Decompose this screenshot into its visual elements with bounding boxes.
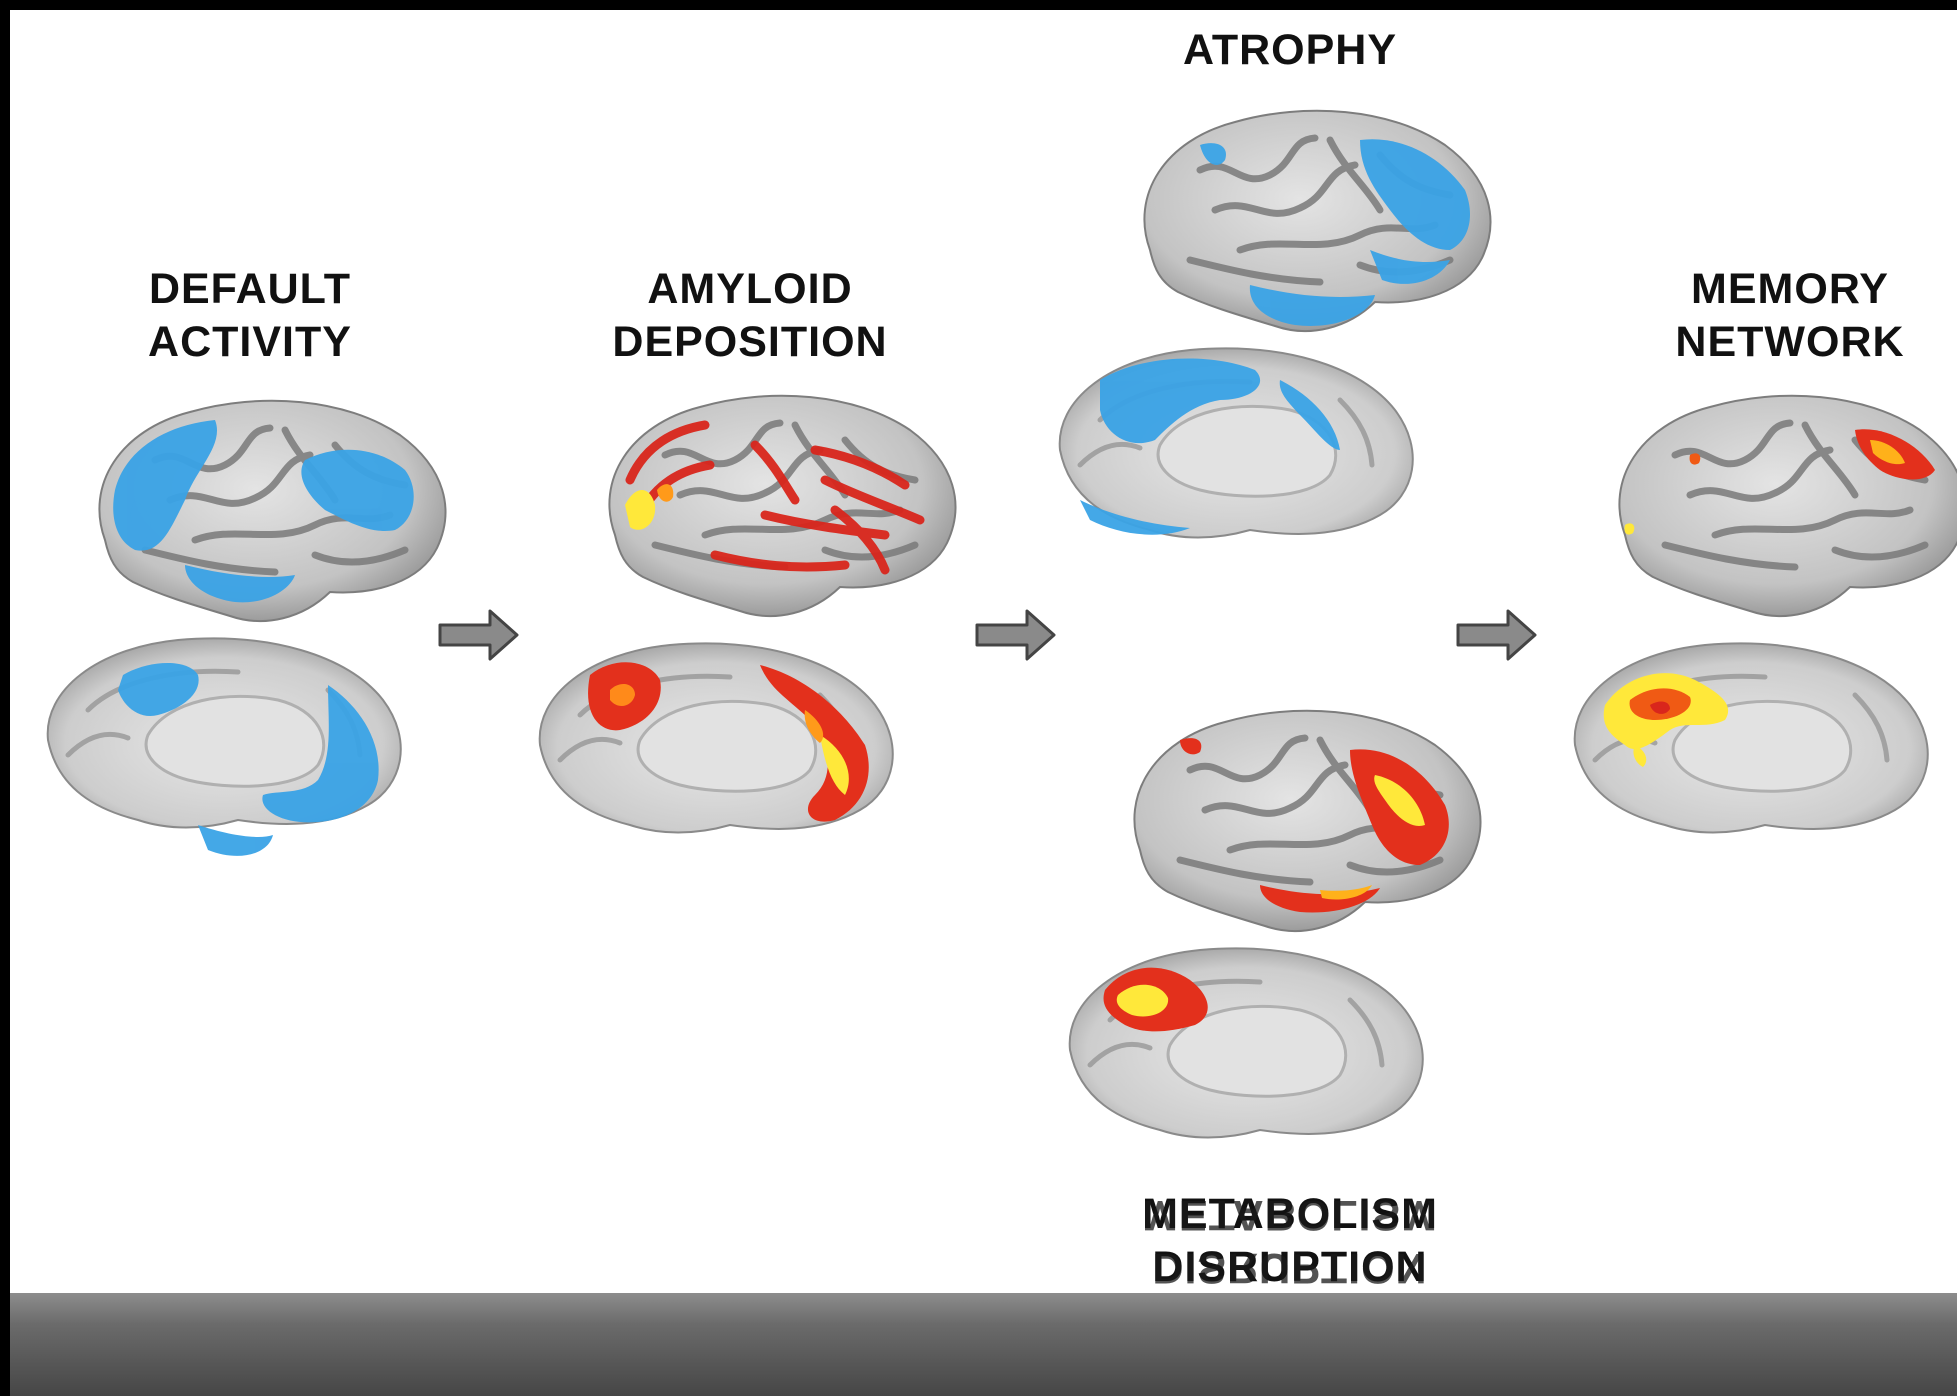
label-amyloid-line2: DEPOSITION xyxy=(570,316,930,369)
label-memory-line1: MEMORY xyxy=(1630,263,1950,316)
label-default-activity-line1: DEFAULT xyxy=(85,263,415,316)
brain-atrophy-lateral xyxy=(1120,100,1510,345)
brain-memory-lateral xyxy=(1595,385,1957,630)
slide-canvas: DEFAULT ACTIVITY AMYLOID DEPOSITION ATRO… xyxy=(10,10,1957,1396)
label-memory-line2: NETWORK xyxy=(1630,316,1950,369)
label-atrophy-line1: ATROPHY xyxy=(1130,24,1450,77)
brain-amyloid-lateral xyxy=(585,385,975,630)
label-atrophy: ATROPHY xyxy=(1130,24,1450,77)
brain-metabolism-lateral xyxy=(1110,700,1500,945)
brain-atrophy-medial xyxy=(1040,340,1430,585)
label-amyloid-deposition: AMYLOID DEPOSITION xyxy=(570,263,930,369)
right-arrow-icon xyxy=(1453,605,1543,665)
label-default-activity-line2: ACTIVITY xyxy=(85,316,415,369)
brain-default-lateral xyxy=(75,390,465,635)
brain-metabolism-medial xyxy=(1050,940,1440,1185)
label-default-activity: DEFAULT ACTIVITY xyxy=(85,263,415,369)
label-memory-network: MEMORY NETWORK xyxy=(1630,263,1950,369)
brain-amyloid-medial xyxy=(520,635,910,880)
label-metabolism-reflection: DISRUPTION METABOLISM xyxy=(1100,1188,1480,1294)
brain-default-medial xyxy=(28,630,418,875)
reflection-floor xyxy=(10,1293,1957,1396)
brain-memory-medial xyxy=(1555,635,1945,880)
right-arrow-icon xyxy=(435,605,525,665)
right-arrow-icon xyxy=(972,605,1062,665)
label-amyloid-line1: AMYLOID xyxy=(570,263,930,316)
